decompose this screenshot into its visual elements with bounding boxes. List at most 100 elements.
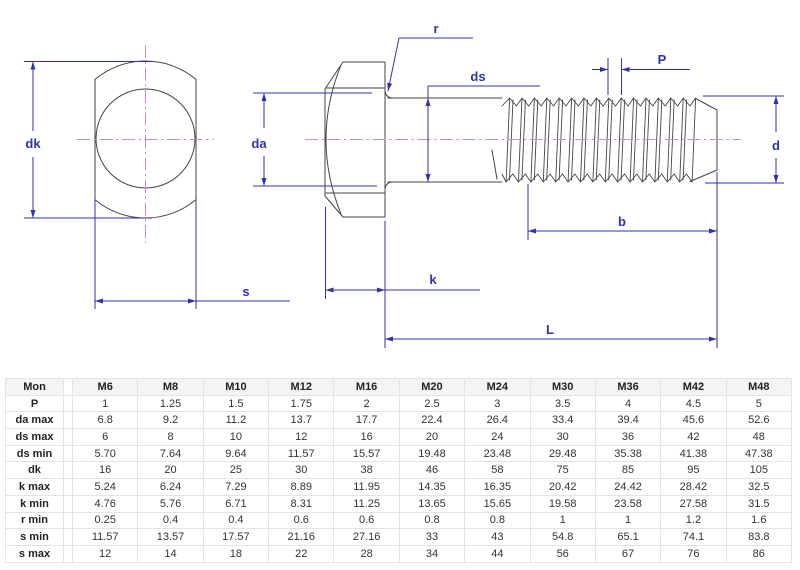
value-cell: 28.42	[660, 478, 727, 496]
value-cell: 19.48	[398, 444, 466, 463]
value-cell: 39.4	[594, 411, 662, 430]
value-cell: 2.5	[398, 394, 466, 413]
col-header: Mon	[5, 378, 64, 396]
value-cell: 13.57	[137, 528, 204, 546]
value-cell: 95	[660, 461, 727, 480]
row-label: k max	[5, 478, 64, 496]
arrowhead-icon	[773, 96, 779, 104]
value-cell: 76	[660, 544, 727, 563]
arrowhead-icon	[621, 67, 630, 72]
value-cell: 17.57	[202, 528, 270, 546]
arrowhead-icon	[600, 67, 608, 72]
spacer-cell	[63, 494, 73, 513]
label-r: r	[433, 21, 438, 36]
value-cell: 7.64	[137, 444, 204, 463]
spacer-cell	[63, 428, 73, 446]
label-ds: ds	[470, 69, 485, 84]
value-cell: 34	[398, 544, 466, 563]
value-cell: 2	[333, 394, 400, 413]
arrowhead-icon	[30, 61, 36, 70]
value-cell: 52.6	[725, 411, 793, 430]
value-cell: 86	[725, 544, 793, 563]
thread-runout-line	[491, 149, 498, 180]
value-cell: 20.42	[529, 478, 596, 496]
value-cell: 31.5	[725, 494, 793, 513]
value-cell: 0.8	[464, 511, 531, 530]
value-cell: 30	[268, 461, 335, 480]
spacer-cell	[63, 544, 73, 563]
value-cell: 6.8	[71, 411, 139, 430]
arrowhead-icon	[385, 336, 393, 342]
row-label: ds min	[5, 444, 64, 463]
value-cell: 0.8	[398, 511, 466, 530]
spacer-cell	[63, 511, 73, 530]
label-da: da	[251, 136, 267, 151]
centerlines	[77, 45, 741, 243]
value-cell: 0.4	[137, 511, 204, 530]
value-cell: 54.8	[529, 528, 596, 546]
value-cell: 1.2	[660, 511, 727, 530]
value-cell: 23.48	[464, 444, 531, 463]
value-cell: 7.29	[202, 478, 270, 496]
arrowhead-icon	[188, 298, 196, 304]
value-cell: 27.16	[333, 528, 400, 546]
row-label: k min	[5, 494, 64, 513]
value-cell: 11.95	[333, 478, 400, 496]
value-cell: 105	[725, 461, 793, 480]
value-cell: 42	[660, 428, 727, 446]
row-label: ds max	[5, 428, 64, 446]
arrowhead-icon	[425, 98, 431, 106]
arrowhead-icon	[709, 228, 717, 234]
value-cell: 20	[398, 428, 466, 446]
label-b: b	[618, 214, 626, 229]
value-cell: 5.24	[71, 478, 139, 496]
value-cell: 22	[268, 544, 335, 563]
value-cell: 0.25	[71, 511, 139, 530]
col-header: M36	[594, 378, 662, 396]
row-label: da max	[5, 411, 64, 430]
value-cell: 3.5	[529, 394, 596, 413]
value-cell: 41.38	[660, 444, 727, 463]
thread-crest-top	[501, 97, 697, 107]
value-cell: 13.7	[268, 411, 335, 430]
arrowhead-icon	[709, 336, 717, 342]
col-header: M20	[398, 378, 466, 396]
value-cell: 0.6	[333, 511, 400, 530]
label-P: P	[658, 52, 667, 67]
col-header: M16	[333, 378, 400, 396]
col-header: M10	[202, 378, 270, 396]
value-cell: 22.4	[398, 411, 466, 430]
value-cell: 4.5	[660, 394, 727, 413]
value-cell: 1	[594, 511, 662, 530]
value-cell: 15.57	[333, 444, 400, 463]
value-cell: 74.1	[660, 528, 727, 546]
value-cell: 5	[725, 394, 793, 413]
col-header: M24	[464, 378, 531, 396]
value-cell: 4.76	[71, 494, 139, 513]
col-header: M30	[529, 378, 596, 396]
value-cell: 48	[725, 428, 793, 446]
head-chamfer-arc	[325, 64, 342, 215]
row-label: s max	[5, 544, 64, 563]
dimension-arrowheads	[30, 61, 779, 342]
arrowhead-icon	[773, 175, 779, 183]
arrowhead-icon	[261, 178, 267, 186]
col-header: M42	[660, 378, 727, 396]
spacer-cell	[63, 394, 73, 413]
value-cell: 44	[464, 544, 531, 563]
row-label: dk	[5, 461, 64, 480]
value-cell: 58	[464, 461, 531, 480]
value-cell: 75	[529, 461, 596, 480]
value-cell: 16	[333, 428, 400, 446]
spacer-cell	[63, 478, 73, 496]
spacer-cell	[63, 461, 73, 480]
value-cell: 5.76	[137, 494, 204, 513]
underhead-fillets	[384, 90, 394, 190]
label-L: L	[546, 322, 554, 337]
